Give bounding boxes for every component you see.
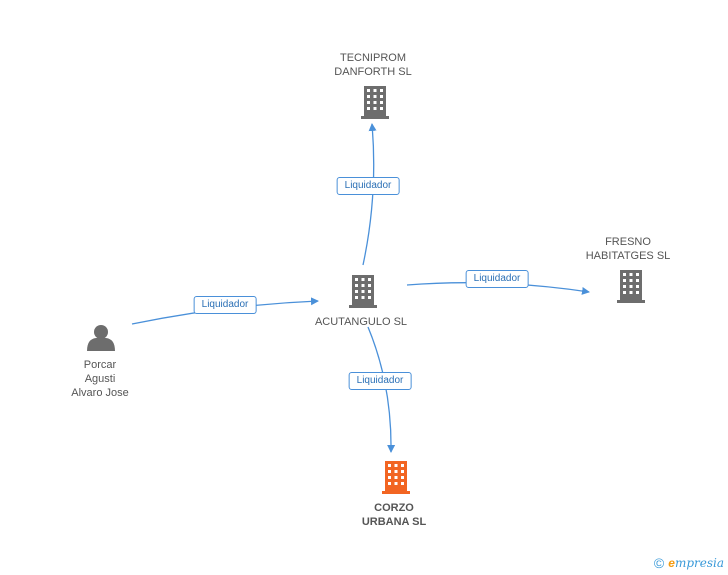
node-label-acutangulo[interactable]: ACUTANGULO SL xyxy=(314,316,408,328)
edge-label-acutangulo-corzo: Liquidador xyxy=(348,372,412,390)
person-icon[interactable] xyxy=(87,325,115,351)
node-label-fresno[interactable]: FRESNO HABITATGES SL xyxy=(585,236,671,262)
node-label-porcar[interactable]: Porcar Agusti Alvaro Jose xyxy=(71,359,129,399)
edge-label-porcar-acutangulo: Liquidador xyxy=(193,296,257,314)
node-label-tecniprom[interactable]: TECNIPROM DANFORTH SL xyxy=(334,52,412,78)
focus-building-icon[interactable] xyxy=(382,461,410,494)
brand-logo: empresia xyxy=(668,556,724,570)
node-label-corzo[interactable]: CORZO URBANA SL xyxy=(361,502,427,528)
brand-name: mpresia xyxy=(674,556,724,570)
footer-brand: © empresia xyxy=(654,555,724,571)
edge-label-acutangulo-tecniprom: Liquidador xyxy=(336,177,400,195)
copyright-icon: © xyxy=(653,555,665,571)
edge-label-acutangulo-fresno: Liquidador xyxy=(465,270,529,288)
building-icon[interactable] xyxy=(361,86,389,119)
building-icon[interactable] xyxy=(617,270,645,303)
building-icon[interactable] xyxy=(349,275,377,308)
brand-initial: e xyxy=(668,556,675,570)
